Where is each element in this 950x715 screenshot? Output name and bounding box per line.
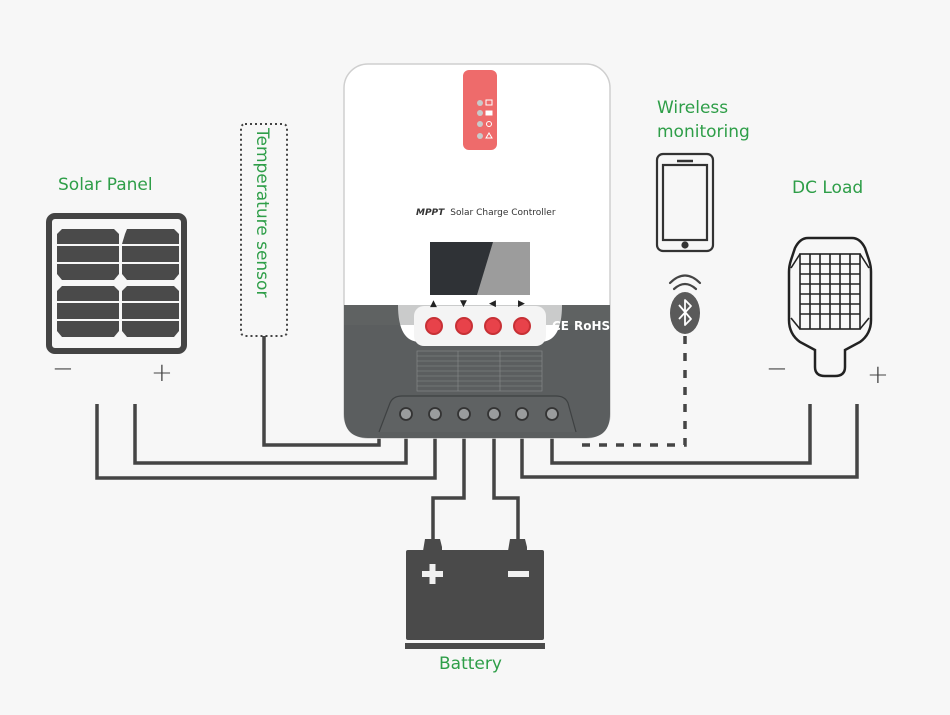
button-right[interactable] (513, 317, 531, 335)
spec-label-table (416, 350, 543, 392)
load-negative-sign: − (766, 354, 788, 384)
solar-panel-frame (46, 213, 187, 354)
controller-brand: MPPT (416, 208, 445, 218)
wire-bluetooth-link (574, 336, 687, 447)
status-leds (477, 100, 483, 139)
wire-battery-negative (492, 414, 520, 540)
solar-panel (46, 213, 187, 354)
terminals (399, 407, 559, 421)
led-battery (477, 110, 483, 116)
battery-minus-sign (508, 571, 529, 577)
down-arrow-icon: ▼ (460, 299, 467, 309)
control-buttons (425, 317, 531, 335)
wire-load-positive (520, 404, 859, 479)
button-up[interactable] (425, 317, 443, 335)
bluetooth-icon (670, 292, 700, 334)
button-recess (414, 306, 546, 346)
battery-base (405, 643, 545, 649)
solar-negative-sign: − (52, 354, 74, 384)
wireless-monitoring-label-line1: Wireless (657, 98, 729, 118)
right-arrow-icon: ▶ (518, 299, 525, 309)
up-arrow-icon: ▲ (430, 299, 437, 309)
smartphone-icon (655, 152, 715, 253)
battery-label: Battery (439, 654, 502, 674)
sun-icon (485, 99, 493, 106)
rohs-mark: RoHS (574, 319, 611, 333)
load-positive-sign: + (867, 360, 889, 390)
ce-mark: CE (552, 319, 570, 333)
lamp-led-grid (790, 253, 870, 330)
terminal-6 (545, 407, 559, 421)
left-arrow-icon: ◀ (489, 299, 496, 309)
wireless-signal-icon (668, 274, 702, 291)
solar-positive-sign: + (151, 358, 173, 388)
controller-title: MPPT Solar Charge Controller (416, 208, 556, 218)
terminal-1 (399, 407, 413, 421)
solar-cells (57, 229, 179, 337)
terminal-4 (487, 407, 501, 421)
button-left[interactable] (484, 317, 502, 335)
battery-body (406, 550, 544, 640)
terminal-5 (515, 407, 529, 421)
dc-load-lamp-icon (787, 236, 873, 378)
battery-icon (485, 110, 493, 116)
temperature-sensor-label: Temperature sensor (252, 128, 272, 298)
dc-load-label: DC Load (792, 178, 864, 198)
terminal-2 (428, 407, 442, 421)
terminal-bay (378, 395, 577, 433)
terminal-3 (457, 407, 471, 421)
controller-name: Solar Charge Controller (450, 208, 556, 218)
wire-battery-positive (431, 414, 466, 540)
temperature-sensor-box (240, 123, 288, 337)
wire-solar-negative (95, 404, 437, 480)
button-down[interactable] (455, 317, 473, 335)
led-fault (477, 133, 483, 139)
warning-icon (485, 132, 493, 139)
led-solar (477, 100, 483, 106)
bulb-icon (486, 121, 492, 127)
led-load (477, 121, 483, 127)
wireless-monitoring-label-line2: monitoring (657, 122, 750, 142)
charge-controller (343, 63, 611, 439)
solar-panel-label: Solar Panel (58, 175, 153, 195)
battery-icon (405, 539, 545, 649)
